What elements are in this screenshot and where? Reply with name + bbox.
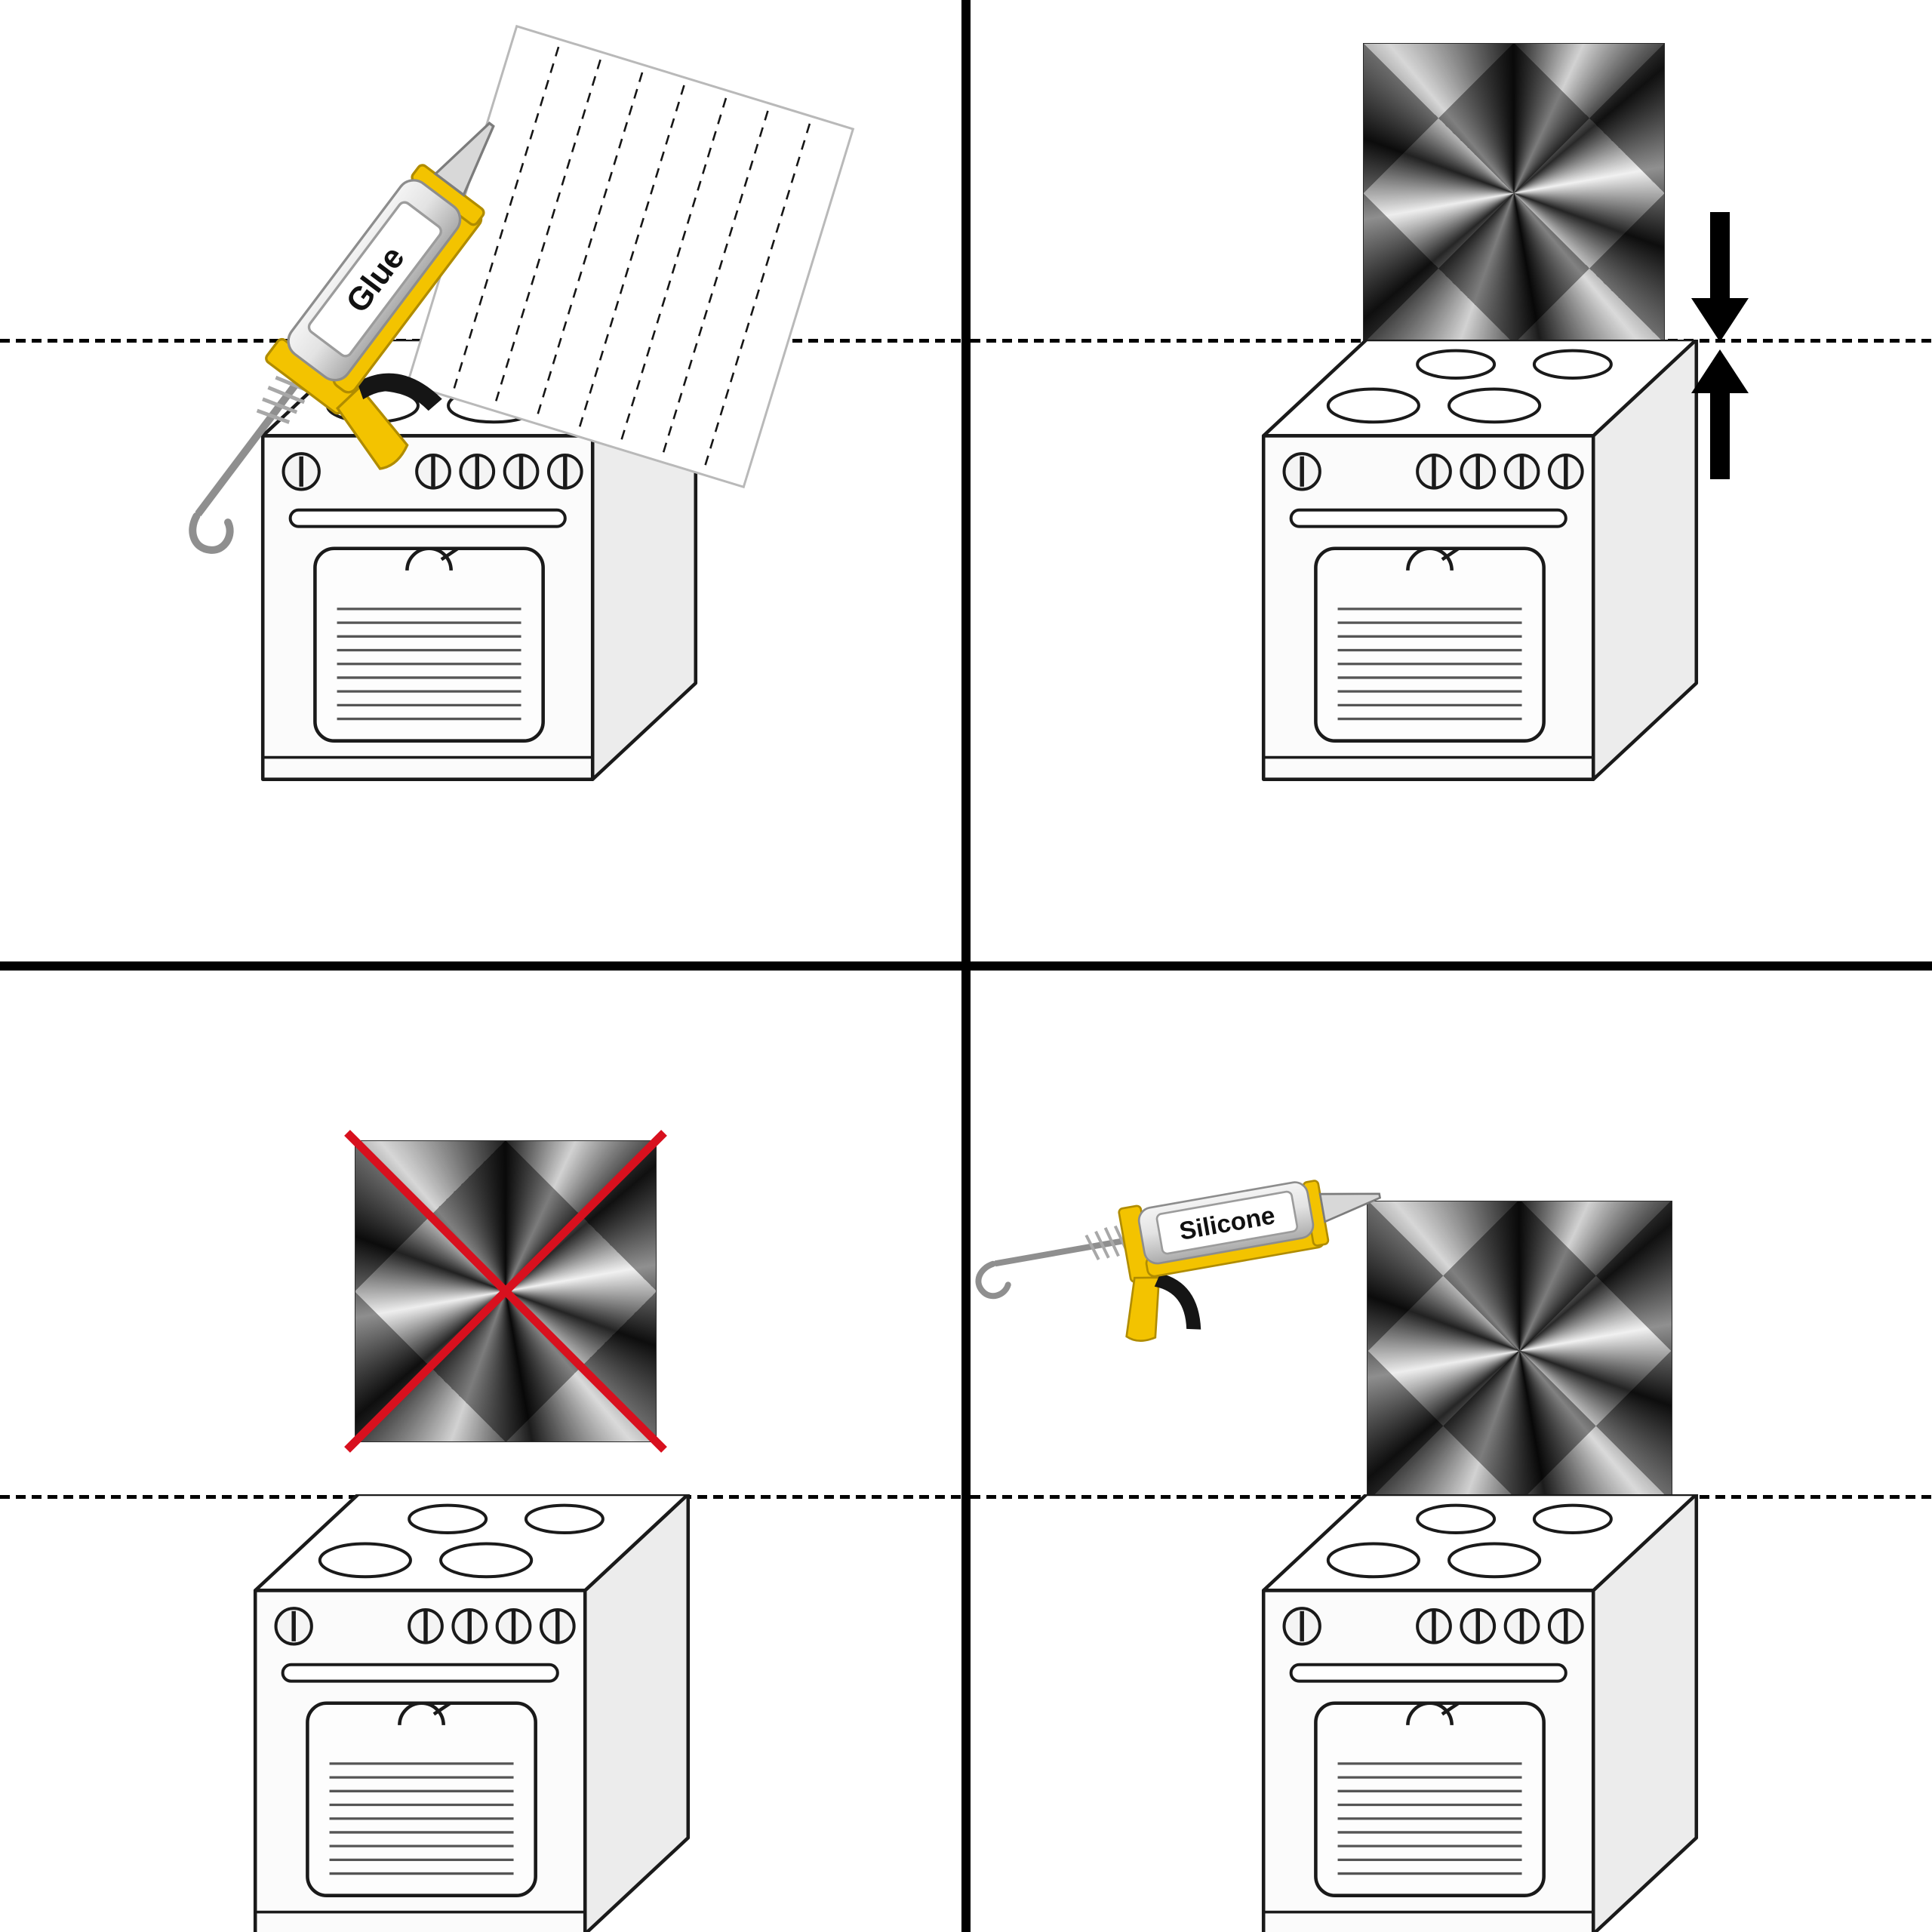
panel-wrong-placement xyxy=(0,971,961,1932)
tube-label-plate xyxy=(307,201,442,358)
press-down-arrow-icon xyxy=(1691,212,1749,342)
caulk-gun-icon: Glue xyxy=(118,73,606,623)
stove-icon xyxy=(242,1494,702,1932)
stove-icon xyxy=(1250,340,1710,786)
caulk-gun-icon: Silicone xyxy=(959,1135,1405,1377)
metal-panel xyxy=(1363,43,1665,343)
metal-panel xyxy=(1367,1201,1672,1501)
stove-icon xyxy=(1250,1494,1710,1932)
panel-apply-glue: Glue xyxy=(0,0,961,961)
panel-apply-silicone: Silicone xyxy=(971,971,1932,1932)
tube-label-plate xyxy=(1155,1190,1299,1255)
red-cross-icon xyxy=(344,1130,667,1453)
horizontal-divider xyxy=(0,961,1932,971)
panel-press-in-place xyxy=(971,0,1932,961)
metal-panel xyxy=(344,1130,667,1453)
press-up-arrow-icon xyxy=(1691,349,1749,479)
glue-bead-dashed-lines xyxy=(452,46,811,468)
press-arrows-icon xyxy=(1691,212,1749,479)
